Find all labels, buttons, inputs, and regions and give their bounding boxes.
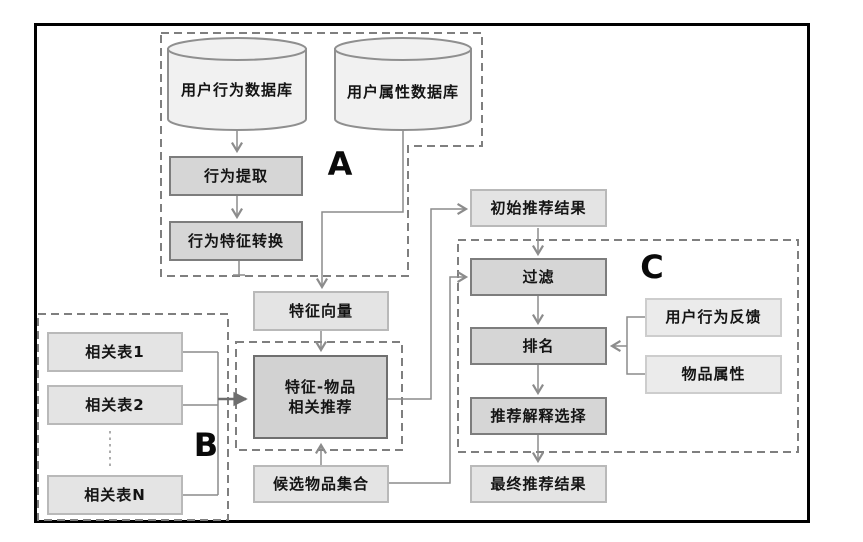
node-filter: 过滤 — [470, 258, 607, 296]
database-cylinder-icon — [167, 37, 307, 131]
connector-attrdb-to-featurevector — [315, 131, 404, 290]
node-feature-item-line1: 特征-物品 — [284, 377, 357, 396]
node-feature-item-line2: 相关推荐 — [288, 398, 353, 416]
node-user-behavior-feedback: 用户行为反馈 — [645, 298, 782, 337]
node-user-attribute-db: 用户属性数据库 — [346, 82, 459, 101]
group-label-b: B — [193, 426, 219, 464]
connector-candidateset-to-filter — [389, 270, 469, 484]
node-ranking: 排名 — [470, 327, 607, 365]
node-feature-item-recommend: 特征-物品 相关推荐 — [253, 355, 388, 439]
group-label-c: C — [640, 248, 664, 286]
connector-relatedtables-bus — [183, 351, 219, 496]
node-related-table-1: 相关表1 — [47, 332, 183, 372]
node-user-behavior-db: 用户行为数据库 — [180, 80, 293, 99]
group-label-a: A — [327, 145, 353, 183]
group-b-outline — [37, 313, 229, 521]
node-related-table-n: 相关表N — [47, 475, 183, 515]
database-cylinder-icon — [334, 37, 472, 131]
node-behavior-extract: 行为提取 — [169, 156, 303, 196]
node-feature-vector: 特征向量 — [253, 291, 389, 331]
node-explanation-select: 推荐解释选择 — [470, 397, 607, 435]
node-final-result: 最终推荐结果 — [470, 465, 607, 503]
connector-featureitem-to-initialresult — [388, 202, 469, 400]
group-c-outline — [457, 239, 799, 453]
node-related-table-2: 相关表2 — [47, 385, 183, 425]
group-a-outline — [160, 32, 483, 277]
node-initial-result: 初始推荐结果 — [470, 189, 607, 227]
node-item-attributes: 物品属性 — [645, 355, 782, 394]
node-behavior-feature-transform: 行为特征转换 — [169, 221, 303, 261]
connector-transform-down — [233, 261, 245, 276]
node-candidate-item-set: 候选物品集合 — [253, 465, 389, 503]
connector-feedback-bracket — [626, 316, 645, 375]
